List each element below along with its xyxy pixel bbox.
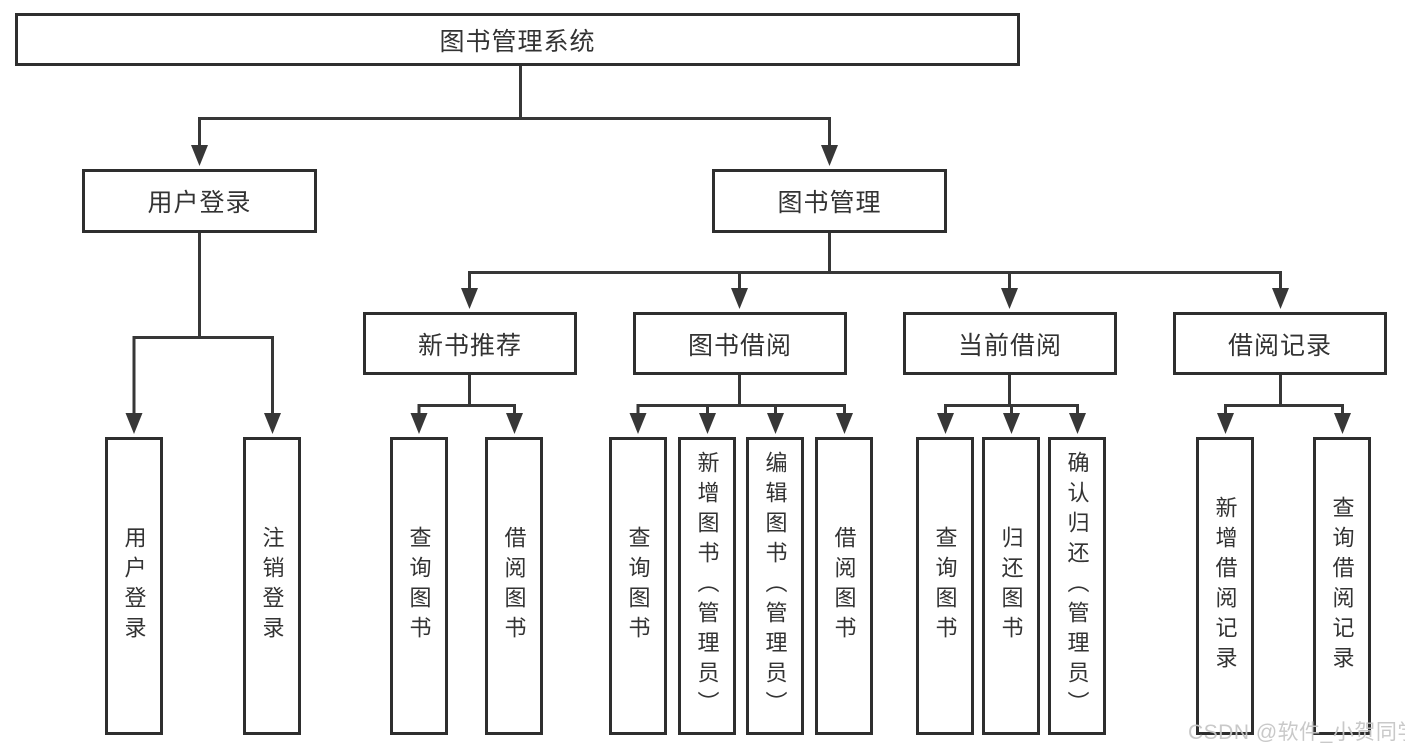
leaf-edit-books-admin: 编辑图书（管理员） <box>746 437 804 735</box>
leaf-return-books: 归还图书 <box>982 437 1040 735</box>
node-library-system: 图书管理系统 <box>15 13 1020 66</box>
node-user-login: 用户登录 <box>82 169 317 233</box>
leaf-borrow-books: 借阅图书 <box>815 437 873 735</box>
leaf-query-books-current: 查询图书 <box>916 437 974 735</box>
node-current-borrowing: 当前借阅 <box>903 312 1117 375</box>
leaf-query-books-recommend: 查询图书 <box>390 437 448 735</box>
csdn-watermark: CSDN @软件_小贺同学 <box>1188 721 1405 744</box>
leaf-add-borrow-record: 新增借阅记录 <box>1196 437 1254 735</box>
leaf-user-login: 用户登录 <box>105 437 163 735</box>
leaf-logout: 注销登录 <box>243 437 301 735</box>
node-book-borrowing: 图书借阅 <box>633 312 847 375</box>
leaf-query-borrow-record: 查询借阅记录 <box>1313 437 1371 735</box>
node-new-book-recommend: 新书推荐 <box>363 312 577 375</box>
leaf-borrow-books-recommend: 借阅图书 <box>485 437 543 735</box>
leaf-query-books-borrowing: 查询图书 <box>609 437 667 735</box>
leaf-confirm-return-admin: 确认归还（管理员） <box>1048 437 1106 735</box>
node-borrowing-records: 借阅记录 <box>1173 312 1387 375</box>
node-book-management: 图书管理 <box>712 169 947 233</box>
leaf-add-books-admin: 新增图书（管理员） <box>678 437 736 735</box>
